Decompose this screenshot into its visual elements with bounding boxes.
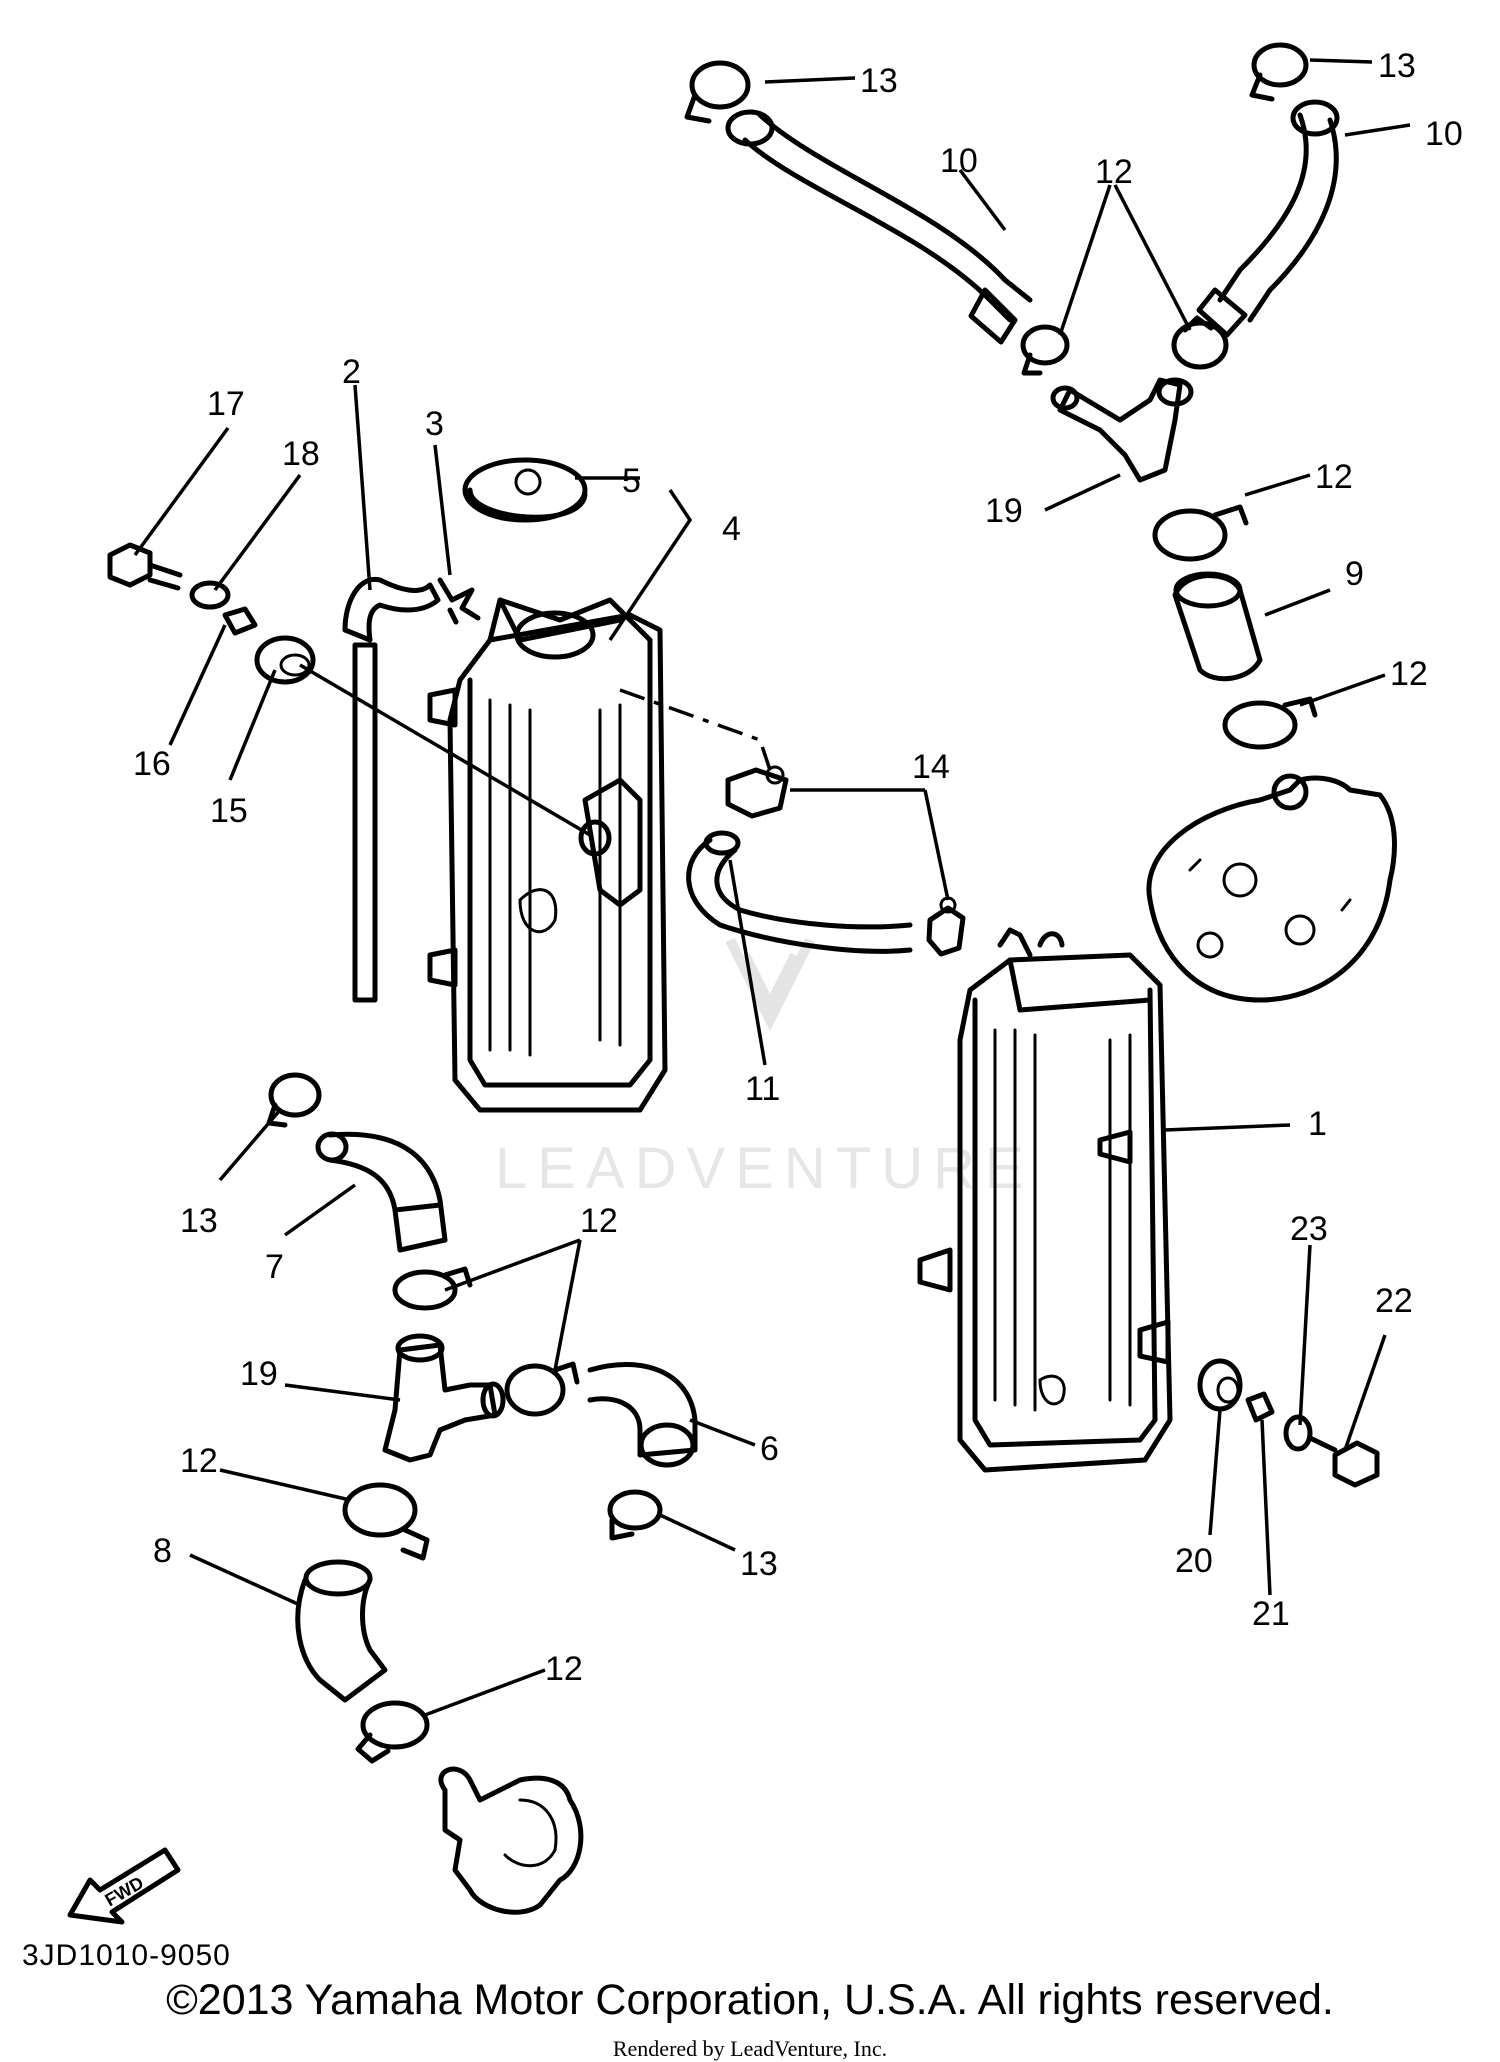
- callout-5: 5: [622, 462, 641, 500]
- callout-11: 11: [745, 1070, 780, 1108]
- washer-18: [189, 580, 231, 610]
- callout-21: 21: [1252, 1595, 1290, 1633]
- clamp-12-lower-left-c: [342, 1482, 430, 1561]
- clamp-12-lower-right: [1222, 696, 1318, 750]
- callout-13b: 13: [1378, 47, 1416, 85]
- clamp-13-top-right: [1249, 42, 1309, 102]
- clamp-12-upper-pair: [1020, 315, 1229, 376]
- callout-12e: 12: [180, 1442, 218, 1480]
- callout-7: 7: [265, 1248, 284, 1286]
- callout-3: 3: [425, 405, 444, 443]
- clamp-12-mid-right: [1152, 504, 1249, 562]
- bolt-22: [1307, 1435, 1380, 1488]
- callout-8: 8: [153, 1532, 172, 1570]
- clamp-13-lower-left: [266, 1072, 322, 1128]
- callout-12a: 12: [1095, 153, 1133, 191]
- callout-10a: 10: [940, 142, 978, 180]
- mount-line-left: [299, 663, 591, 837]
- rendered-by-notice: Rendered by LeadVenture, Inc.: [612, 2036, 888, 2061]
- callout-19a: 19: [985, 492, 1023, 530]
- copyright-notice: ©2013 Yamaha Motor Corporation, U.S.A. A…: [166, 1976, 1334, 2024]
- washer-23: [1283, 1414, 1313, 1452]
- callout-1: 1: [1308, 1105, 1327, 1143]
- callout-20: 20: [1175, 1542, 1213, 1580]
- clamp-13-top-left: [684, 60, 751, 124]
- callout-12f: 12: [545, 1650, 583, 1688]
- callout-4: 4: [722, 510, 741, 548]
- callout-23: 23: [1290, 1210, 1328, 1248]
- radiator-1: [917, 927, 1173, 1473]
- callout-15: 15: [210, 792, 248, 830]
- hose-9: [1172, 571, 1263, 682]
- callout-18: 18: [282, 435, 320, 473]
- callout-6: 6: [760, 1430, 779, 1468]
- clamp-14-upper: [725, 765, 789, 819]
- callout-19b: 19: [240, 1355, 278, 1393]
- callout-12b: 12: [1315, 458, 1353, 496]
- pipe-joint-19-lower: [382, 1333, 506, 1463]
- clip-3: [437, 577, 481, 625]
- callout-2: 2: [342, 353, 361, 391]
- hose-7: [315, 1131, 448, 1253]
- callout-12d: 12: [580, 1202, 618, 1240]
- callout-14: 14: [912, 748, 950, 786]
- pipe-joint-19-upper: [1050, 377, 1194, 483]
- clamp-13-lower-mid: [607, 1489, 663, 1541]
- water-pump-housing: [438, 1766, 584, 1915]
- upper-right-hose-10-left: [725, 109, 1033, 345]
- callout-10b: 10: [1425, 115, 1463, 153]
- callout-13d: 13: [740, 1545, 778, 1583]
- callouts: 1 2 3 4 5 6 7 8 9 10 10 11 12 12 12 12 1…: [133, 47, 1463, 1688]
- collar-16: [222, 606, 258, 636]
- fwd-arrow-icon: FWD: [67, 1847, 181, 1925]
- callout-22: 22: [1375, 1282, 1413, 1320]
- overflow-hose-2: [342, 576, 441, 1003]
- callout-16: 16: [133, 745, 171, 783]
- clamp-12-lower-left-b: [504, 1361, 580, 1417]
- collar-21: [1245, 1391, 1275, 1423]
- callout-9: 9: [1345, 555, 1364, 593]
- dashed-line-14: [619, 688, 772, 771]
- part-code: 3JD1010-9050: [22, 1939, 231, 1972]
- leader-lines: [133, 58, 1411, 1717]
- callout-12c: 12: [1390, 655, 1428, 693]
- radiator-4: [427, 597, 668, 1113]
- callout-13a: 13: [860, 62, 898, 100]
- leadventure-watermark: LEADVENTURE: [495, 937, 1034, 1201]
- bolt-17: [107, 542, 183, 591]
- hose-11: [686, 830, 913, 954]
- cylinder-head: [1146, 773, 1397, 1003]
- grommet-20: [1197, 1358, 1243, 1412]
- clamp-12-bottom: [355, 1700, 430, 1764]
- hose-6: [587, 1361, 698, 1468]
- clamp-12-lower-left-a: [392, 1266, 473, 1311]
- grommet-15: [254, 635, 316, 685]
- hose-8: [295, 1559, 388, 1703]
- callout-17: 17: [207, 385, 245, 423]
- upper-right-hose-10-right: [1196, 99, 1340, 338]
- watermark-text: LEADVENTURE: [495, 1136, 1034, 1201]
- radiator-cap-5: [462, 457, 588, 523]
- callout-13c: 13: [180, 1202, 218, 1240]
- clamp-14-lower: [926, 896, 966, 957]
